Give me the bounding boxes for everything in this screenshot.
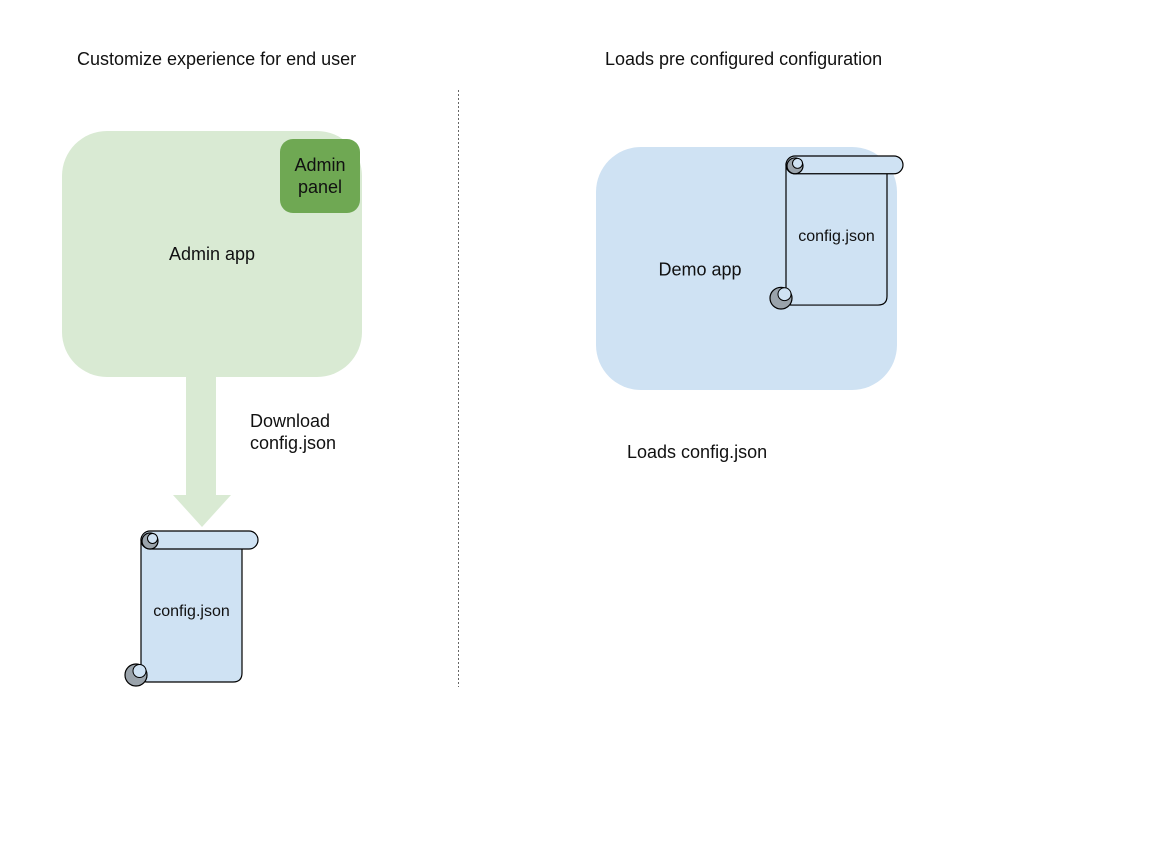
left-section-title: Customize experience for end user <box>77 49 357 69</box>
admin-app-label: Admin app <box>168 243 256 264</box>
download-arrow-icon <box>173 376 231 527</box>
scroll-shape-icon <box>124 530 259 687</box>
section-divider-dotted-line <box>458 90 459 687</box>
download-caption: Download config.json <box>250 411 337 453</box>
loads-config-caption: Loads config.json <box>627 442 768 462</box>
right-section-title: Loads pre configured configuration <box>605 49 883 69</box>
demo-app-label: Demo app <box>658 259 742 280</box>
config-file-label: config.json <box>153 603 230 620</box>
config-file-scroll-right: config.json <box>768 154 905 310</box>
admin-panel-label: Admin panel <box>294 155 346 197</box>
admin-panel-box: Admin panel <box>280 139 360 213</box>
scroll-shape-icon <box>769 155 904 310</box>
config-file-scroll-left: config.json <box>123 529 260 687</box>
config-file-label: config.json <box>798 228 875 245</box>
